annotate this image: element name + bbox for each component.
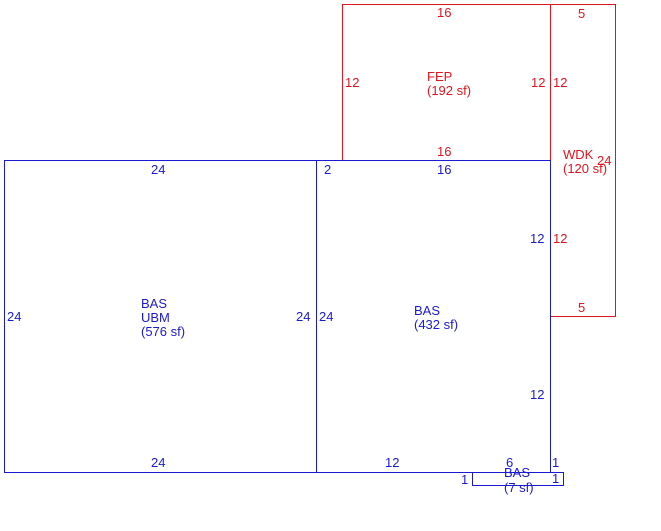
bas-ubm-code: BAS xyxy=(141,296,167,311)
dim-ubm-bottom: 24 xyxy=(151,455,165,470)
wdk-area: (120 sf) xyxy=(563,161,607,176)
bas-small-outline xyxy=(472,472,564,486)
dim-bas-bottom: 12 xyxy=(385,455,399,470)
dim-fep-left: 12 xyxy=(345,75,359,90)
dim-bas-top: 16 xyxy=(437,162,451,177)
dim-ubm-top: 24 xyxy=(151,162,165,177)
dim-fep-right: 12 xyxy=(531,75,545,90)
bas-ubm-area: (576 sf) xyxy=(141,324,185,339)
dim-bas-corner-right: 1 xyxy=(552,455,559,470)
dim-fep-top: 16 xyxy=(437,5,451,20)
dim-bas-bottom-small: 6 xyxy=(506,455,513,470)
bas-main-area: (432 sf) xyxy=(414,317,458,332)
dim-wdk-right: 24 xyxy=(597,153,611,168)
dim-ubm-right: 24 xyxy=(296,309,310,324)
bas-main-code: BAS xyxy=(414,303,440,318)
bas-main-outline xyxy=(316,160,551,473)
dim-bas-top-left: 2 xyxy=(324,162,331,177)
dim-bas-right-lower: 12 xyxy=(530,387,544,402)
fep-area: (192 sf) xyxy=(427,83,471,98)
bas-small-area: (7 sf) xyxy=(504,480,534,495)
bas-ubm-code2: UBM xyxy=(141,310,170,325)
dim-fep-bottom: 16 xyxy=(437,144,451,159)
dim-small-left: 1 xyxy=(461,472,468,487)
dim-wdk-left-bottom: 12 xyxy=(553,231,567,246)
wdk-code: WDK xyxy=(563,147,594,162)
dim-bas-right-upper: 12 xyxy=(530,231,544,246)
dim-ubm-left: 24 xyxy=(7,309,21,324)
dim-small-right: 1 xyxy=(552,471,559,486)
fep-code: FEP xyxy=(427,69,452,84)
bas-small-code: BAS xyxy=(504,465,530,480)
dim-wdk-top: 5 xyxy=(578,6,585,21)
dim-wdk-left-top: 12 xyxy=(553,75,567,90)
dim-bas-left: 24 xyxy=(319,309,333,324)
dim-wdk-bottom: 5 xyxy=(578,300,585,315)
